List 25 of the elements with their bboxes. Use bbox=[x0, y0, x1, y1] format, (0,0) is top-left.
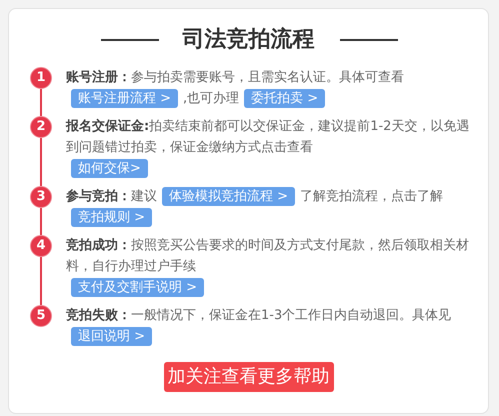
connector-line bbox=[40, 89, 42, 116]
step-number-badge: 4 bbox=[30, 235, 52, 257]
step-description: ,也可办理 bbox=[183, 90, 240, 108]
step-description: 报名交保证金:拍卖结束前都可以交保证金，建议提前1-2天交，以免遇到问题错过拍卖，保证金缴纳方式点击查看 bbox=[66, 118, 470, 157]
page-title: 司法竞拍流程 bbox=[182, 26, 314, 54]
link-button: 支付及交割手说明 > bbox=[71, 278, 204, 297]
step-description: 竞拍失败：一般情况下，保证金在1-3个工作日内自动退回。具体见 bbox=[66, 306, 452, 325]
step-number-badge: 2 bbox=[30, 116, 52, 138]
link-button: 竞拍规则 > bbox=[71, 208, 152, 227]
link-button: 如何交保> bbox=[71, 159, 148, 178]
step-number-badge: 5 bbox=[30, 305, 52, 327]
step-description: 参与竞拍：建议 bbox=[66, 188, 157, 206]
step-number-badge: 3 bbox=[30, 186, 52, 208]
connector-line bbox=[40, 208, 42, 235]
step-description: 账号注册：参与拍卖需要账号，且需实名认证。具体可查看 bbox=[66, 68, 404, 87]
link-button: 退回说明 > bbox=[71, 327, 152, 346]
link-button: 委托拍卖 > bbox=[244, 89, 326, 108]
link-button: 体验模拟竞拍流程 > bbox=[162, 187, 296, 206]
step-description: 了解竞拍流程，点击了解 bbox=[300, 188, 444, 206]
connector-line bbox=[40, 257, 42, 305]
step-number-badge: 1 bbox=[30, 67, 52, 89]
connector-line bbox=[40, 138, 42, 186]
follow-button: 加关注查看更多帮助 bbox=[164, 362, 334, 392]
link-button: 账号注册流程 > bbox=[71, 89, 178, 108]
step-description: 竞拍成功：按照竞买公告要求的时间及方式支付尾款，然后领取相关材料，自行办理过户手续 bbox=[66, 236, 470, 276]
